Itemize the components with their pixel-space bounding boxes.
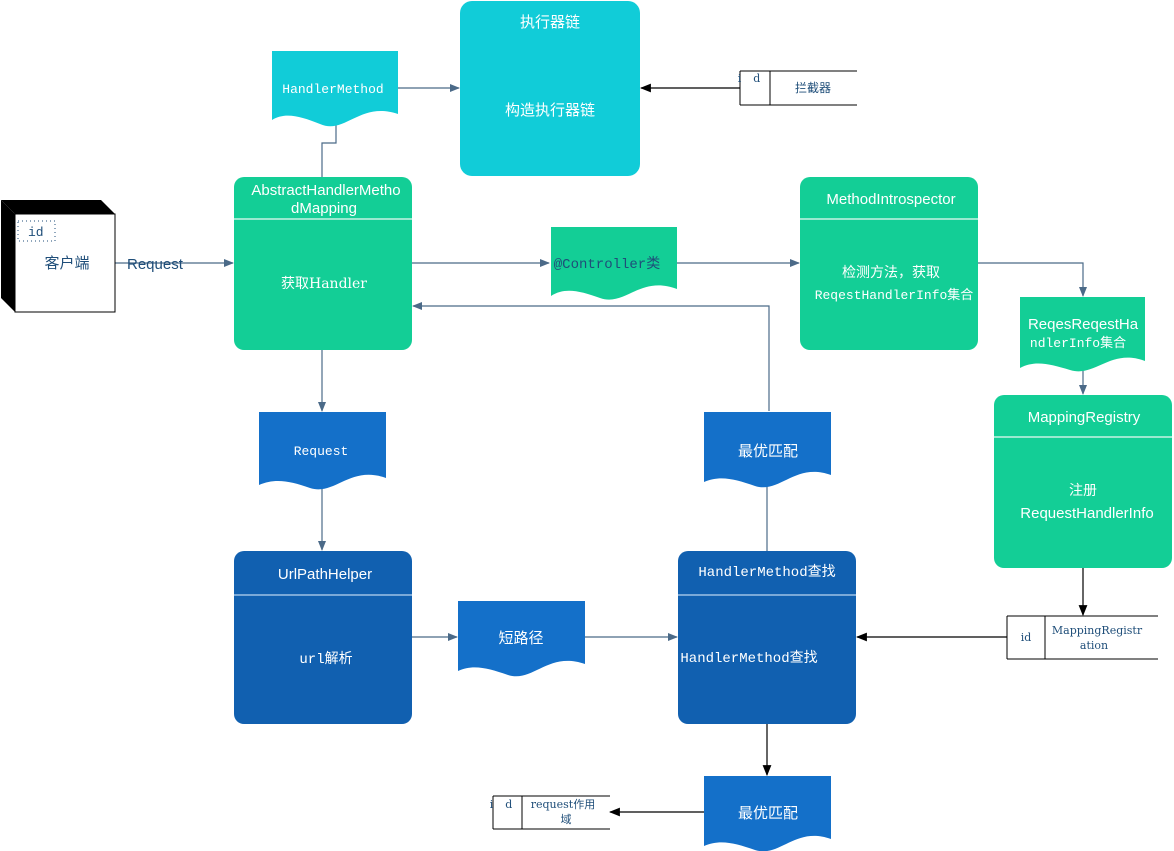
best-match-top-label: 最优匹配 bbox=[738, 443, 798, 460]
interceptor-store-node: id 拦截器 bbox=[738, 70, 857, 106]
mapping-registry-body-1: 注册 bbox=[1069, 482, 1097, 498]
registration-store-label-2: ation bbox=[1080, 639, 1108, 652]
best-match-top-node: 最优匹配 bbox=[704, 412, 831, 488]
client-box-side bbox=[1, 200, 115, 214]
edge-introspector-to-infocollection bbox=[977, 262, 1087, 297]
handler-method-doc-node: HandlerMethod bbox=[272, 51, 398, 127]
client-label: 客户端 bbox=[44, 255, 89, 272]
controller-doc-label: @Controller类 bbox=[554, 256, 660, 273]
method-introspector-title: MethodIntrospector bbox=[826, 191, 955, 208]
connectors bbox=[115, 83, 1088, 817]
client-id-label: id bbox=[28, 225, 44, 240]
info-collection-doc-shape bbox=[1020, 297, 1145, 372]
method-introspector-node: MethodIntrospector 检测方法，获取 ReqestHandler… bbox=[800, 177, 978, 350]
request-scope-store-id-text: id bbox=[490, 798, 525, 811]
info-collection-doc-node: ReqesReqestHa ndlerInfo集合 bbox=[1020, 297, 1145, 372]
registration-store-id: id bbox=[1021, 631, 1032, 644]
client-box-depth bbox=[1, 200, 15, 312]
mapping-registry-title: MappingRegistry bbox=[1028, 409, 1141, 426]
info-collection-doc-label-1: ReqesReqestHa bbox=[1028, 316, 1139, 333]
request-scope-store-label-1: request作用 bbox=[531, 798, 595, 811]
executor-chain-box bbox=[460, 1, 640, 176]
handler-method-doc-shape bbox=[272, 51, 398, 127]
abstract-mapping-box bbox=[234, 177, 412, 350]
interceptor-store-id-text: id bbox=[738, 72, 773, 85]
method-introspector-box bbox=[800, 177, 978, 350]
best-match-bottom-label: 最优匹配 bbox=[738, 805, 798, 822]
url-path-helper-title: UrlPathHelper bbox=[278, 566, 372, 583]
mapping-registry-box bbox=[994, 395, 1172, 568]
client-box-face bbox=[14, 213, 116, 313]
short-path-doc-label: 短路径 bbox=[498, 630, 543, 647]
best-match-bottom-node: 最优匹配 bbox=[704, 776, 831, 851]
abstract-mapping-title-1: AbstractHandlerMetho bbox=[251, 182, 400, 199]
method-introspector-body-1: 检测方法，获取 bbox=[842, 264, 940, 280]
url-path-helper-body: url解析 bbox=[299, 651, 352, 668]
request-scope-store-id: id bbox=[490, 798, 525, 811]
controller-doc-node: @Controller类 bbox=[551, 227, 677, 300]
url-path-helper-node: UrlPathHelper url解析 bbox=[234, 551, 412, 724]
abstract-mapping-body: 获取Handler bbox=[281, 276, 367, 292]
edge-bestmatch-top-to-mapping bbox=[412, 302, 770, 411]
client-id-frame bbox=[17, 220, 56, 242]
edge-mapping-to-handlermethod bbox=[321, 112, 340, 177]
mapping-registry-node: MappingRegistry 注册 RequestHandlerInfo bbox=[994, 395, 1172, 568]
short-path-doc-node: 短路径 bbox=[458, 601, 585, 677]
executor-chain-body: 构造执行器链 bbox=[505, 102, 595, 119]
handler-lookup-title: HandlerMethod查找 bbox=[698, 564, 835, 581]
executor-chain-title: 执行器链 bbox=[520, 14, 580, 31]
request-doc-label: Request bbox=[294, 444, 349, 459]
info-collection-doc-label-2: ndlerInfo集合 bbox=[1030, 335, 1126, 351]
abstract-mapping-title-2: dMapping bbox=[291, 200, 357, 217]
method-introspector-body-2: ReqestHandlerInfo集合 bbox=[815, 287, 974, 303]
request-doc-shape bbox=[259, 412, 386, 490]
executor-chain-node: 执行器链 构造执行器链 bbox=[460, 1, 640, 176]
request-scope-store-node: id request作用 域 bbox=[490, 795, 610, 830]
best-match-bottom-doc-shape bbox=[704, 776, 831, 851]
controller-doc-shape bbox=[551, 227, 677, 300]
handler-method-doc-label: HandlerMethod bbox=[282, 82, 383, 97]
interceptor-store-id: id bbox=[738, 72, 773, 85]
handler-lookup-node: HandlerMethod查找 HandlerMethod查找 bbox=[678, 551, 856, 724]
abstract-mapping-node: AbstractHandlerMetho dMapping 获取Handler bbox=[234, 177, 412, 350]
best-match-top-doc-shape bbox=[704, 412, 831, 488]
client-node: id 客户端 bbox=[1, 200, 116, 313]
short-path-doc-shape bbox=[458, 601, 585, 677]
handler-lookup-body: HandlerMethod查找 bbox=[680, 650, 817, 667]
edge-label-request: Request bbox=[127, 256, 184, 273]
request-doc-node: Request bbox=[259, 412, 386, 490]
registration-store-label-1: MappingRegistr bbox=[1052, 624, 1143, 637]
mapping-registry-body-2: RequestHandlerInfo bbox=[1020, 505, 1153, 522]
registration-store-node: id MappingRegistr ation bbox=[1006, 615, 1158, 660]
interceptor-store-label: 拦截器 bbox=[795, 81, 831, 95]
request-scope-store-label-2: 域 bbox=[561, 813, 572, 826]
